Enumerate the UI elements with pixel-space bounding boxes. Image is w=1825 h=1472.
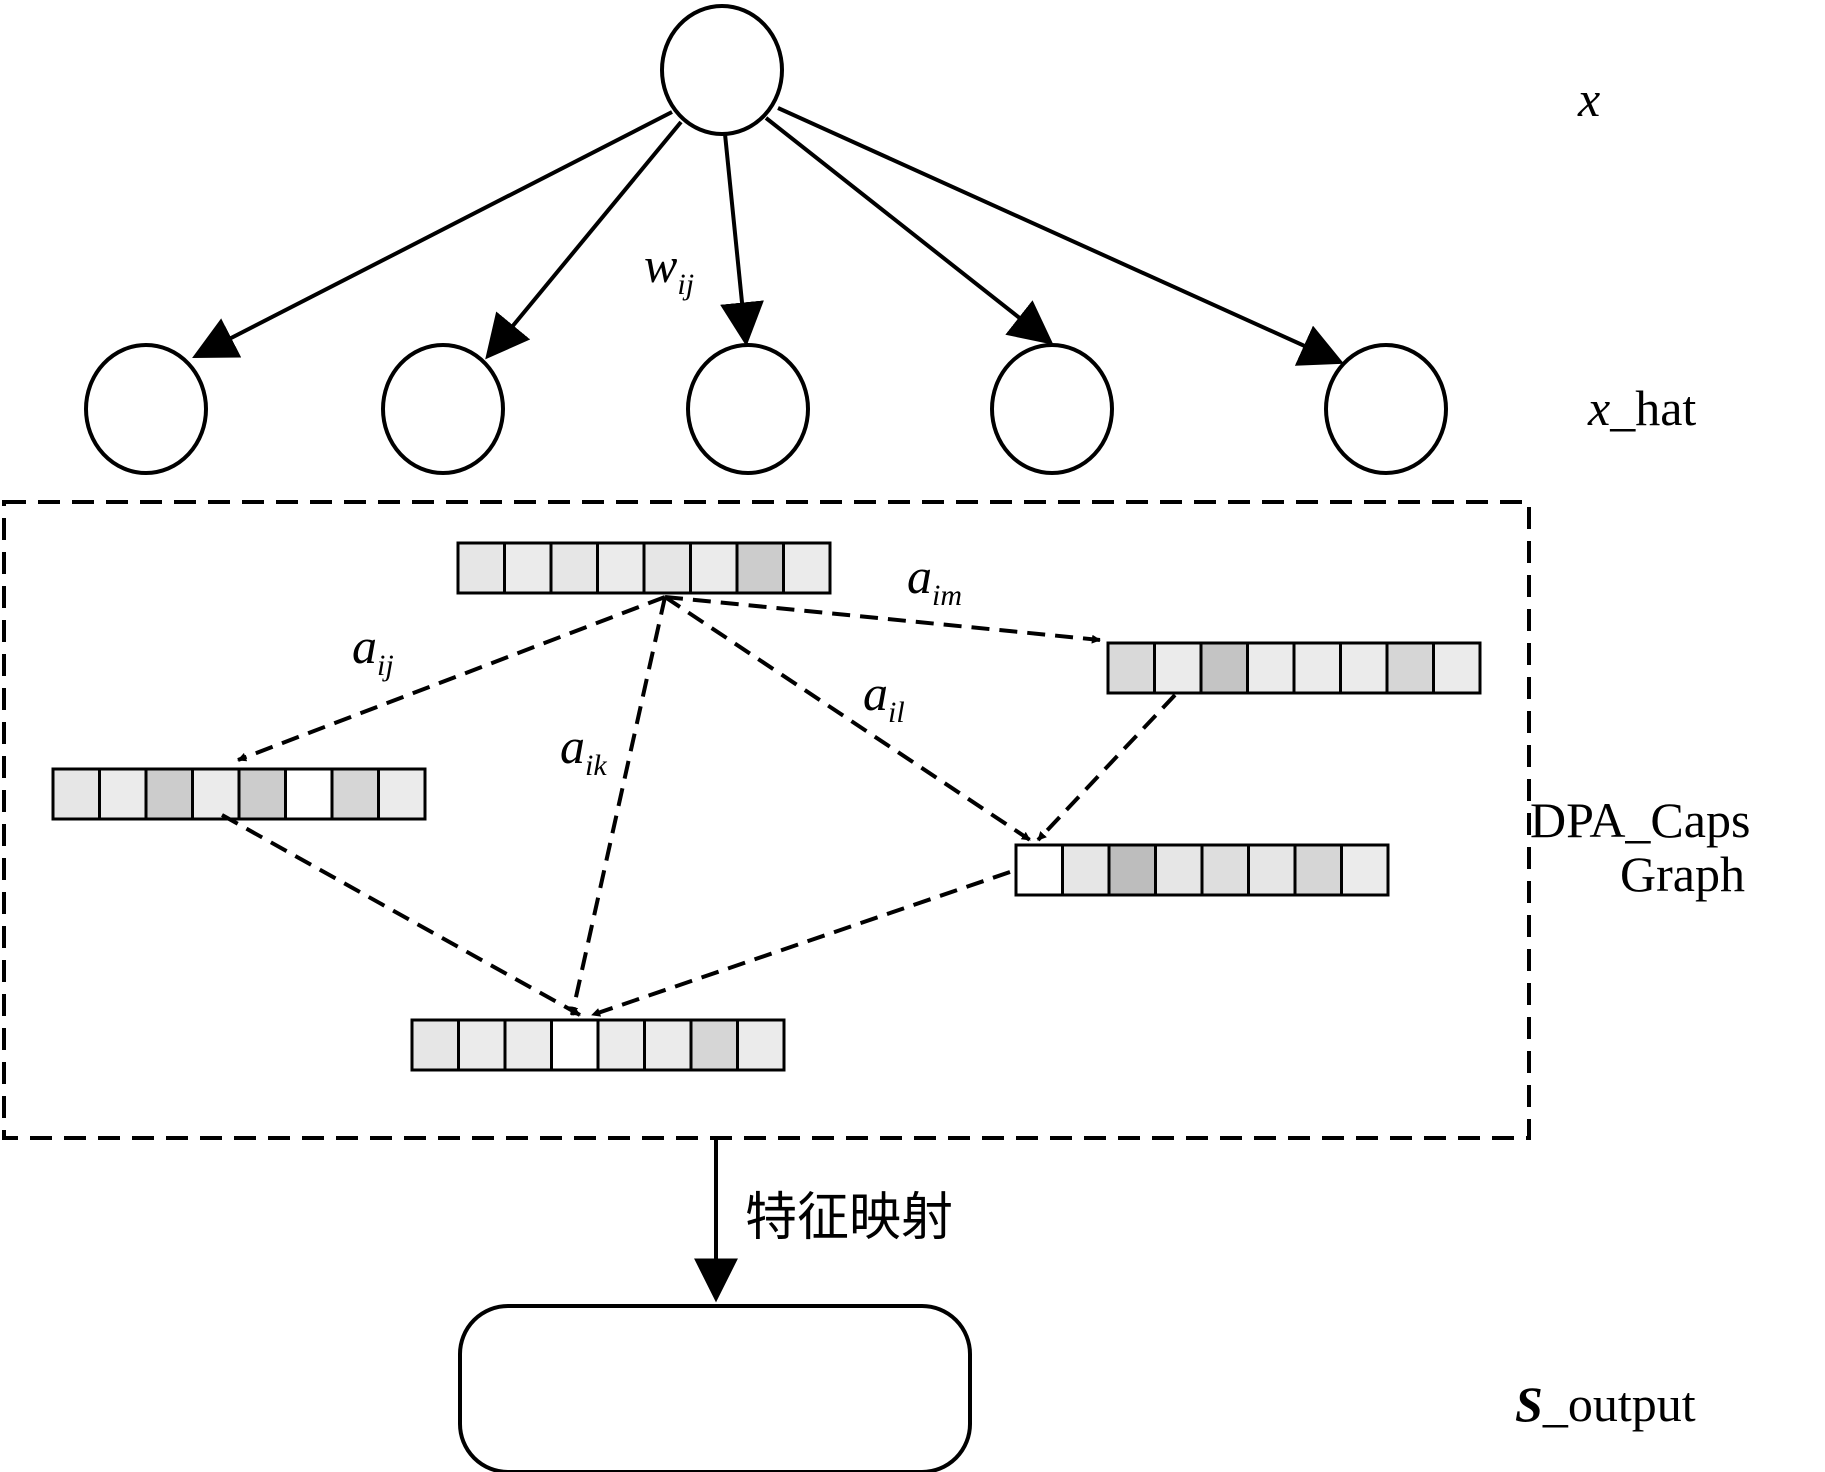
capsule-i-cell-7 [735,541,785,595]
capsule-output-cell-1 [410,1018,460,1072]
attention-label-ij: aij [352,618,394,682]
capsule-l-cell-5 [1200,843,1250,897]
capsule-j-cell-4 [191,767,241,821]
capsule-l-cell-7 [1293,843,1343,897]
layer-label-x: x [1577,71,1600,127]
capsule-m-cell-1 [1106,641,1156,695]
capsule-j-cell-6 [284,767,334,821]
capsule-i-cell-2 [503,541,553,595]
attention-edge-j-to-out [221,813,581,1017]
capsule-i-cell-5 [642,541,692,595]
capsule-m-cell-5 [1292,641,1342,695]
capsule-l-cell-8 [1340,843,1390,897]
capsule-l-cell-6 [1247,843,1297,897]
capsule-output-cell-5 [596,1018,646,1072]
capsule-l-cell-4 [1154,843,1204,897]
capsule-m [1106,641,1482,695]
attention-edge-l-to-out [591,870,1011,1017]
capsule-output-cell-7 [689,1018,739,1072]
capsule-i-cell-4 [596,541,646,595]
capsule-m-cell-6 [1339,641,1389,695]
x-hat-node-2 [381,343,505,475]
capsule-j-cell-1 [51,767,101,821]
capsule-output-cell-6 [643,1018,693,1072]
capsule-j-cell-8 [377,767,427,821]
input-node-x [660,4,784,136]
capsule-output-cell-4 [550,1018,600,1072]
capsule-output-cell-2 [457,1018,507,1072]
capsule-m-cell-2 [1153,641,1203,695]
capsule-j [51,767,427,821]
capsule-j-cell-3 [144,767,194,821]
capsule-output-cell-8 [736,1018,786,1072]
weight-arrow-3 [720,133,764,347]
attention-label-ik: aik [560,718,607,782]
attention-edge-im [664,595,1101,644]
weight-arrow-4 [764,116,1054,345]
x-hat-node-5 [1324,343,1448,475]
x-hat-node-1 [84,343,208,475]
capsule-m-cell-7 [1385,641,1435,695]
capsule-j-cell-2 [98,767,148,821]
capsule-i-cell-1 [456,541,506,595]
capsule-m-cell-4 [1246,641,1296,695]
attention-edge-m-to-l [1036,693,1177,842]
capsule-j-cell-5 [237,767,287,821]
s-output-box [458,1304,972,1472]
capsule-l-cell-1 [1014,843,1064,897]
layer-label-x-hat: x_hat [1587,380,1696,436]
attention-label-il: ail [863,665,905,729]
attention-edge-il [663,595,1032,842]
weight-label: wij [644,237,694,301]
capsule-i-cell-3 [549,541,599,595]
capsule-i [456,541,832,595]
attention-label-im: aim [907,548,962,612]
capsule-output [410,1018,786,1072]
capsule-i-cell-6 [689,541,739,595]
capsule-output-cell-3 [503,1018,553,1072]
attention-edge-ij [237,595,666,762]
weight-arrow-2 [485,120,683,360]
capsule-l-cell-3 [1107,843,1157,897]
layer-label-s-output: S_output [1515,1376,1696,1432]
weight-arrow-1 [192,110,673,359]
layer-label-graph: Graph [1620,846,1745,902]
weight-arrow-5 [777,106,1345,366]
attention-edge-ik [569,596,667,1016]
capsule-i-cell-8 [782,541,832,595]
capsule-l-cell-2 [1061,843,1111,897]
capsule-m-cell-3 [1199,641,1249,695]
capsule-l [1014,843,1390,897]
x-hat-node-4 [990,343,1114,475]
capsule-m-cell-8 [1432,641,1482,695]
capsule-j-cell-7 [330,767,380,821]
layer-label-dpa-caps: DPA_Caps [1530,792,1750,848]
dpa-caps-graph-box [2,500,1531,1140]
feature-mapping-label: 特征映射 [745,1188,953,1248]
capsule-vectors [51,541,1482,1072]
x-hat-node-3 [686,343,810,475]
